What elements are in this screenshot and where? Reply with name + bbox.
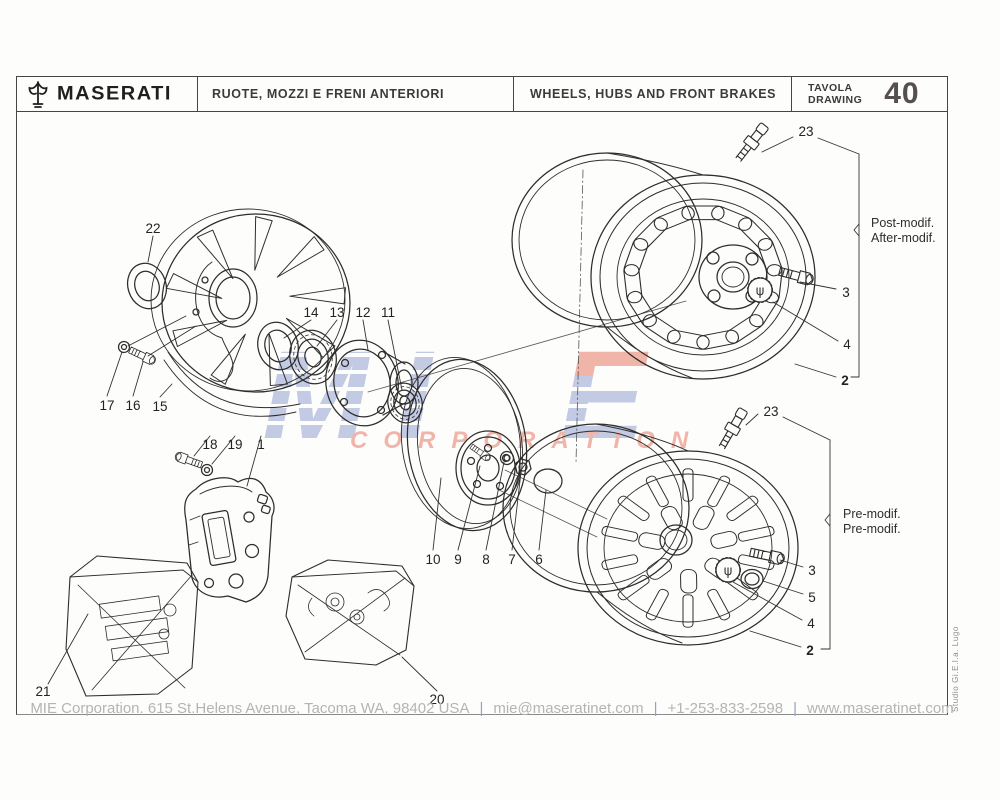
- drawing-label: DRAWING: [808, 94, 863, 106]
- brand-cell: MASERATI: [17, 77, 197, 111]
- page-title-english: WHEELS, HUBS AND FRONT BRAKES: [530, 87, 777, 101]
- footer-contact-line: MIE Corporation. 615 St.Helens Avenue, T…: [16, 700, 968, 717]
- drawing-frame: [16, 112, 948, 715]
- footer-company-address: MIE Corporation. 615 St.Helens Avenue, T…: [30, 700, 470, 717]
- maserati-trident-icon: [28, 81, 48, 108]
- footer-website: www.maseratinet.com: [806, 700, 954, 717]
- footer-email: mie@maseratinet.com: [493, 700, 644, 717]
- page-title-italian: RUOTE, MOZZI E FRENI ANTERIORI: [212, 87, 445, 101]
- footer-separator: |: [653, 700, 658, 717]
- footer-separator: |: [479, 700, 484, 717]
- header-bar: MASERATI RUOTE, MOZZI E FRENI ANTERIORI …: [16, 76, 948, 112]
- footer-separator: |: [793, 700, 797, 717]
- drawing-number-cell: TAVOLA DRAWING 40: [791, 77, 947, 111]
- footer-phone: +1-253-833-2598: [667, 700, 784, 717]
- title-cell-italian: RUOTE, MOZZI E FRENI ANTERIORI: [197, 77, 513, 111]
- title-cell-english: WHEELS, HUBS AND FRONT BRAKES: [513, 77, 791, 111]
- tavola-label: TAVOLA: [808, 82, 853, 94]
- brand-wordmark: MASERATI: [57, 83, 172, 104]
- drawing-number: 40: [884, 77, 920, 110]
- tavola-labels: TAVOLA DRAWING: [808, 82, 862, 106]
